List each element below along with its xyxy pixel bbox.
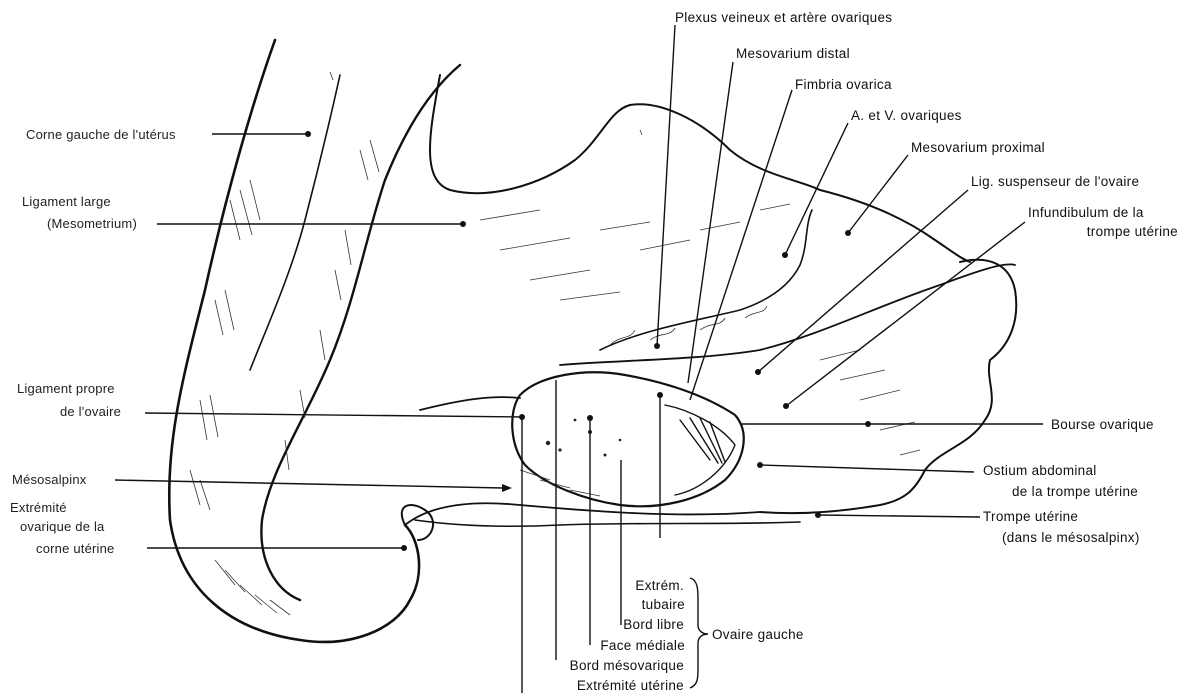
ovary-texture: [546, 419, 622, 457]
sketch-mark: [330, 72, 642, 135]
label-lig-large-2: (Mesometrium): [47, 216, 137, 231]
label-av-ovariques: A. et V. ovariques: [851, 108, 962, 123]
label-lig-propre-1: Ligament propre: [17, 381, 115, 396]
leader-ostium: [760, 465, 974, 472]
label-bord-mesovarique: Bord mésovarique: [570, 658, 684, 673]
label-fimbria: Fimbria ovarica: [795, 77, 892, 92]
label-lig-susp: Lig. suspenseur de l'ovaire: [971, 174, 1139, 189]
leader-mesosalpinx: [115, 480, 503, 488]
leader-infundibulum-dot: [783, 403, 789, 409]
leader-bourse-dot: [865, 421, 871, 427]
leader-av-dot: [782, 252, 788, 258]
label-extrem-tubaire-1: Extrém.: [635, 578, 684, 593]
label-extremite-1: Extrémité: [10, 500, 67, 515]
label-ostium-2: de la trompe utérine: [1012, 484, 1138, 499]
leader-extrem-tubaire-dot: [657, 392, 663, 398]
anatomy-drawing: [169, 40, 1016, 642]
ligament-hatching: [480, 204, 920, 496]
label-mesosalpinx: Mésosalpinx: [12, 472, 87, 487]
label-ostium-1: Ostium abdominal: [983, 463, 1097, 478]
leader-trompe: [818, 515, 980, 517]
label-extremite-uterine: Extrémité utérine: [577, 678, 684, 693]
label-infundibulum-2: trompe utérine: [1087, 224, 1178, 239]
tube-infundibulum: [760, 260, 1016, 513]
label-corne: Corne gauche de l'utérus: [26, 127, 176, 142]
uterine-horn-fold: [250, 75, 340, 370]
leader-lig-susp-dot: [755, 369, 761, 375]
label-meso-proximal: Mesovarium proximal: [911, 140, 1045, 155]
leader-mesosalpinx-arrow: [502, 484, 512, 492]
label-plexus: Plexus veineux et artère ovariques: [675, 10, 892, 25]
label-infundibulum-1: Infundibulum de la: [1028, 205, 1144, 220]
leader-lig-propre: [145, 413, 522, 417]
label-extrem-tubaire-2: tubaire: [642, 597, 685, 612]
label-trompe-1: Trompe utérine: [983, 509, 1078, 524]
mesovarium-edge: [560, 264, 1015, 365]
label-ovaire-gauche: Ovaire gauche: [712, 627, 804, 642]
label-trompe-2: (dans le mésosalpinx): [1002, 530, 1140, 545]
leader-plexus-dot: [654, 343, 660, 349]
label-meso-distal: Mesovarium distal: [736, 46, 850, 61]
label-lig-large-1: Ligament large: [22, 194, 111, 209]
label-lig-propre-2: de l'ovaire: [60, 404, 121, 419]
uterine-horn-hatching: [190, 140, 379, 615]
label-extremite-3: corne utérine: [36, 541, 114, 556]
uterine-horn-outline: [169, 40, 419, 642]
leader-corne-dot: [305, 131, 311, 137]
leader-meso-distal: [688, 62, 733, 383]
label-bourse: Bourse ovarique: [1051, 417, 1154, 432]
leader-meso-proximal: [848, 155, 908, 233]
leader-face-mediale-dot: [587, 415, 593, 421]
leader-lig-large-dot: [460, 221, 466, 227]
label-extremite-2: ovarique de la: [20, 519, 105, 534]
label-bord-libre: Bord libre: [623, 617, 684, 632]
leader-plexus: [657, 25, 675, 346]
leader-extremite-dot: [401, 545, 407, 551]
leader-trompe-dot: [815, 512, 821, 518]
ovarian-vessels: [600, 210, 812, 350]
labels: Plexus veineux et artère ovariques Mesov…: [10, 10, 1178, 693]
leader-ostium-dot: [757, 462, 763, 468]
leader-av: [785, 123, 848, 255]
broad-ligament-outline: [430, 75, 970, 262]
tube-lower: [415, 520, 800, 526]
label-face-mediale: Face médiale: [600, 638, 685, 653]
ovaire-brace: [690, 578, 708, 688]
leader-meso-proximal-dot: [845, 230, 851, 236]
ovary-outline: [512, 372, 744, 506]
